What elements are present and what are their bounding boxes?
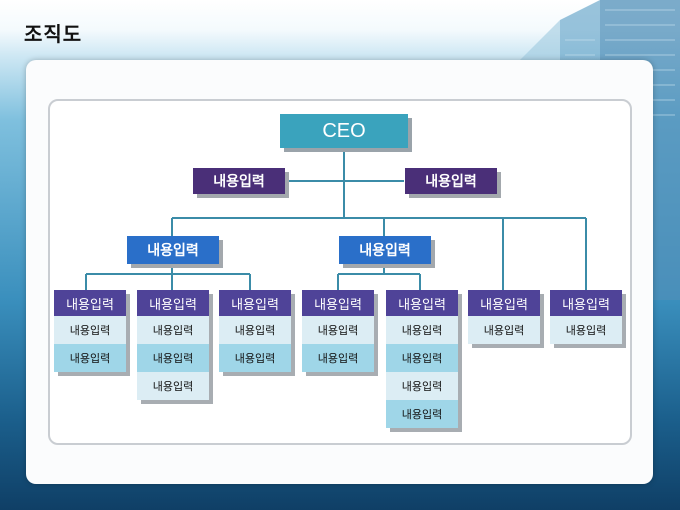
department-head: 내용입력 [54,290,126,316]
department-node: 내용입력 내용입력 [468,290,540,344]
department-node: 내용입력 내용입력 내용입력 내용입력 내용입력 [386,290,458,428]
department-item: 내용입력 [137,316,209,344]
department-head: 내용입력 [302,290,374,316]
page-title: 조직도 [24,22,83,46]
department-node: 내용입력 내용입력 내용입력 내용입력 [137,290,209,400]
department-node: 내용입력 내용입력 내용입력 [302,290,374,372]
department-item: 내용입력 [550,316,622,344]
department-node: 내용입력 내용입력 [550,290,622,344]
department-item: 내용입력 [468,316,540,344]
department-node: 내용입력 내용입력 내용입력 [219,290,291,372]
department-head: 내용입력 [386,290,458,316]
department-item: 내용입력 [219,316,291,344]
department-item: 내용입력 [386,400,458,428]
department-head: 내용입력 [550,290,622,316]
division-node-right: 내용입력 [339,236,431,264]
department-item: 내용입력 [219,344,291,372]
department-item: 내용입력 [54,344,126,372]
department-item: 내용입력 [54,316,126,344]
department-head: 내용입력 [219,290,291,316]
department-item: 내용입력 [302,344,374,372]
department-item: 내용입력 [302,316,374,344]
department-item: 내용입력 [386,372,458,400]
department-head: 내용입력 [137,290,209,316]
department-item: 내용입력 [386,316,458,344]
department-item: 내용입력 [137,372,209,400]
department-head: 내용입력 [468,290,540,316]
ceo-node: CEO [280,114,408,148]
staff-node-left: 내용입력 [193,168,285,194]
staff-node-right: 내용입력 [405,168,497,194]
department-item: 내용입력 [386,344,458,372]
department-item: 내용입력 [137,344,209,372]
division-node-left: 내용입력 [127,236,219,264]
department-node: 내용입력 내용입력 내용입력 [54,290,126,372]
